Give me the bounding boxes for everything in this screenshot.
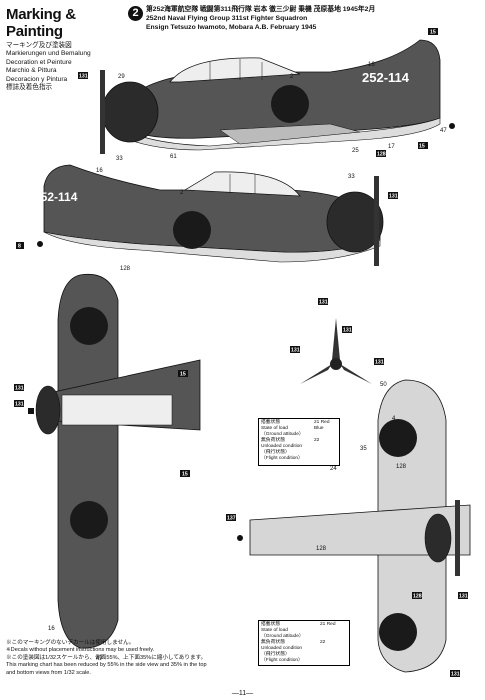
svg-text:17: 17 (388, 144, 395, 150)
svg-text:33: 33 (116, 156, 123, 162)
header-line: Markierungen und Bemalung (6, 50, 91, 58)
header-line: Decoration et Peinture (6, 58, 72, 66)
page-title: Marking & Painting (6, 6, 76, 40)
svg-text:131: 131 (291, 348, 300, 354)
svg-text:128: 128 (413, 594, 422, 600)
svg-text:2: 2 (290, 74, 294, 80)
svg-text:47: 47 (96, 656, 103, 662)
svg-text:2: 2 (180, 190, 184, 196)
svg-text:131: 131 (451, 672, 460, 678)
svg-text:131: 131 (15, 386, 24, 392)
footnotes: ※このマーキングのないデカールは使用しません。 ※Decals without … (6, 640, 306, 677)
legend-text: （Ground attitude） (261, 432, 304, 437)
bottom-view (237, 379, 471, 673)
svg-text:16: 16 (368, 62, 375, 68)
svg-text:25: 25 (352, 148, 359, 154)
tail-code: 252-114 (362, 70, 410, 85)
svg-text:15: 15 (180, 372, 186, 378)
svg-text:131: 131 (15, 402, 24, 408)
note-line: ※この塗装図は1/32スケールから、側面55%、上下面35%に縮小してあります。 (6, 654, 207, 661)
legend-box-top (258, 418, 340, 466)
header-line: Marchio & Pittura (6, 67, 57, 75)
engine-cowling (101, 81, 159, 143)
legend-num: 22 (314, 438, 320, 443)
header-line: Decoracion y Pintura (6, 75, 68, 83)
page-number: —11— (231, 690, 254, 697)
legend-num: 22 (320, 640, 326, 645)
reference-tags: 15 131 128 15 8 131 131 131 15 15 131 13… (14, 28, 468, 678)
tail-code-2: 252-114 (34, 190, 78, 204)
svg-text:15: 15 (419, 144, 425, 150)
svg-text:131: 131 (375, 360, 384, 366)
legend-num: 21 (314, 420, 320, 425)
scheme-number-badge: 2 (128, 6, 143, 21)
svg-text:24: 24 (330, 466, 337, 472)
legend-text: （飛行状態） (261, 652, 290, 657)
legend-bottom: 搭載状態 State of load （Ground attitude） 無負荷… (261, 622, 321, 664)
hinomaru (271, 85, 309, 123)
note-line: and bottom views from 1/32 scale. (6, 669, 91, 676)
legend-top: 搭載状態 State of load （Ground attitude） 無負荷… (261, 420, 321, 462)
legend-text: Unloaded condition (261, 646, 303, 651)
svg-text:128: 128 (120, 266, 131, 272)
svg-text:131: 131 (319, 300, 328, 306)
svg-text:16: 16 (96, 168, 103, 174)
svg-text:128: 128 (316, 546, 327, 552)
legend-text: （飛行状態） (261, 450, 290, 455)
svg-text:47: 47 (440, 128, 447, 134)
propeller (100, 70, 105, 154)
legend-color-blue: Blue (314, 426, 324, 431)
svg-text:131: 131 (459, 594, 468, 600)
header-line: 標誌及着色指示 (6, 84, 53, 92)
marking-header: Marking & Painting マーキング及び塗装図 Markierung… (6, 6, 124, 92)
header-translations: マーキング及び塗装図 Markierungen und Bemalung Dec… (6, 42, 124, 92)
legend-text: Unloaded condition (261, 444, 303, 449)
header-line: マーキング及び塗装図 (6, 42, 72, 49)
svg-text:131: 131 (389, 194, 398, 200)
svg-text:128: 128 (377, 152, 386, 158)
legend-color-red: Red (326, 622, 336, 627)
note-line: This marking chart has been reduced by 5… (6, 662, 207, 669)
svg-text:131: 131 (79, 74, 88, 80)
legend-text: State of load (261, 628, 288, 633)
svg-text:15: 15 (182, 472, 188, 478)
svg-text:16: 16 (48, 626, 55, 632)
svg-text:35: 35 (360, 446, 367, 452)
svg-text:61: 61 (170, 154, 177, 160)
note-line: ※Decals without placement instructions m… (6, 647, 155, 654)
svg-text:29: 29 (118, 74, 125, 80)
callout-numbers: 29 2 16 25 17 47 33 61 16 2 33 128 50 4 35 24 12… (48, 62, 447, 662)
propeller-front-view (300, 318, 372, 384)
svg-text:128: 128 (396, 464, 407, 470)
caption-jp: 第252海軍航空隊 戦闘第311飛行隊 岩本 徹三少尉 乗機 茂原基地 1945… (146, 6, 376, 13)
legend-text: 搭載状態 (261, 420, 281, 425)
legend-box-bottom (258, 620, 350, 666)
legend-text: 無負荷状態 (261, 438, 285, 443)
legend-text: （Flight condition） (261, 456, 303, 461)
legend-num: 21 (320, 622, 326, 627)
legend-text: （Ground attitude） (261, 634, 304, 639)
svg-text:33: 33 (348, 174, 355, 180)
legend-text: （Flight condition） (261, 658, 303, 663)
legend-color-red: Red (320, 420, 330, 425)
legend-bottom-colors: 21 Red 22 (320, 622, 336, 646)
scheme-caption: 第252海軍航空隊 戦闘第311飛行隊 岩本 徹三少尉 乗機 茂原基地 1945… (146, 5, 476, 32)
note-line: ※このマーキングのないデカールは使用しません。 (6, 640, 135, 646)
svg-text:15: 15 (430, 30, 436, 36)
side-view-left: 252-114 (100, 39, 455, 154)
legend-top-colors: 21 Red Blue 22 (314, 420, 330, 444)
side-view-right: 252-114 (34, 164, 384, 266)
legend-text: 搭載状態 (261, 622, 281, 627)
caption-en-unit: 252nd Naval Flying Group 311st Fighter S… (146, 15, 308, 22)
svg-text:50: 50 (380, 382, 387, 388)
top-view (28, 273, 201, 649)
svg-text:131: 131 (343, 328, 352, 334)
svg-text:4: 4 (392, 416, 396, 422)
caption-en-pilot: Ensign Tetsuzo Iwamoto, Mobara A.B. Febr… (146, 24, 317, 31)
legend-text: State of load (261, 426, 288, 431)
legend-text: 無負荷状態 (261, 640, 285, 645)
svg-text:8: 8 (18, 244, 21, 250)
svg-text:137: 137 (227, 516, 236, 522)
